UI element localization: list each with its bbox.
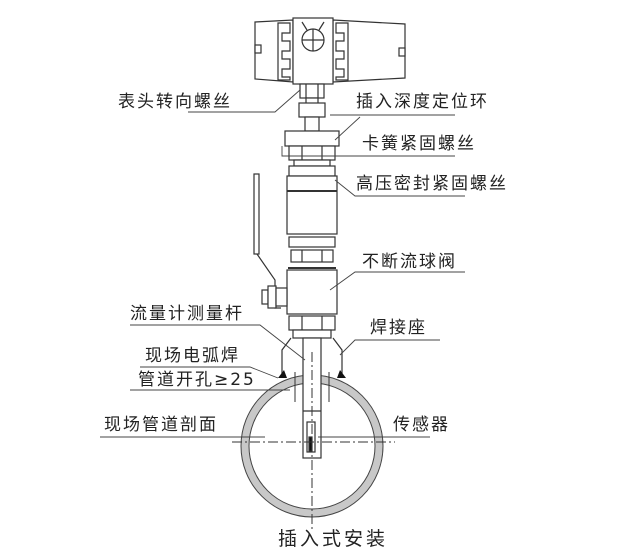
label-ball-valve: 不断流球阀 [362,252,457,272]
label-weld-seat: 焊接座 [370,318,427,338]
label-clip-spring-screw: 卡簧紧固螺丝 [362,134,476,154]
meter-head [254,17,406,85]
label-sensor: 传感器 [393,415,450,435]
label-insertion-depth-ring: 插入深度定位环 [356,92,489,112]
diagram-title: 插入式安装 [278,528,389,550]
label-pipe-opening: 管道开孔≥25 [138,370,256,390]
label-pipe-section: 现场管道剖面 [104,415,218,435]
label-arc-weld: 现场电弧焊 [145,346,240,366]
label-measuring-rod: 流量计测量杆 [130,304,244,324]
label-high-pressure-seal-screw: 高压密封紧固螺丝 [356,174,508,194]
label-head-rotation-screw: 表头转向螺丝 [118,92,232,112]
